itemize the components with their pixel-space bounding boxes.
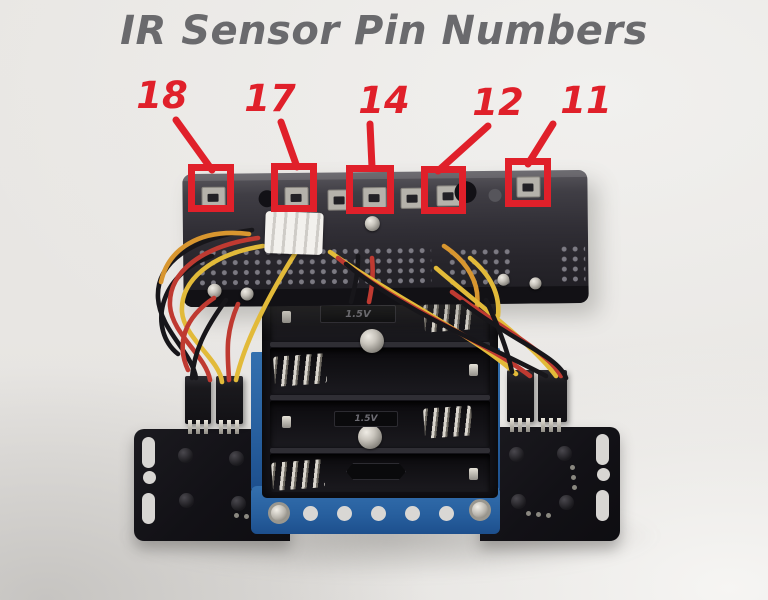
- wire-connector: [507, 370, 534, 432]
- bracket-slot: [596, 490, 609, 521]
- pin-label-17: 17: [244, 77, 296, 120]
- screw-boss: [559, 495, 574, 510]
- screw-boss: [557, 446, 572, 461]
- battery-contact: [469, 468, 478, 480]
- bracket-hole: [597, 468, 610, 481]
- solder-dot: [234, 513, 239, 518]
- bracket-slot: [142, 493, 155, 524]
- callout-box-pin-17: [271, 163, 317, 212]
- screw-boss: [179, 493, 194, 508]
- battery-spring: [423, 301, 473, 333]
- bar-screw: [240, 287, 254, 301]
- pin-label-18: 18: [136, 74, 188, 117]
- battery-screw: [358, 425, 382, 449]
- connector-pins: [541, 418, 561, 432]
- pin-label-11: 11: [560, 79, 612, 122]
- bar-screw: [529, 277, 542, 290]
- solder-dot: [570, 465, 575, 470]
- connector-pins: [219, 420, 239, 434]
- battery-contact: [469, 364, 478, 376]
- screw-boss: [229, 451, 244, 466]
- battery-slot-ridge: [270, 395, 490, 400]
- page-title: IR Sensor Pin Numbers: [120, 8, 648, 54]
- chassis-hole: [371, 506, 386, 521]
- screw-boss: [511, 494, 526, 509]
- callout-box-pin-12: [421, 166, 466, 214]
- chassis-hole: [405, 506, 420, 521]
- callout-box-pin-14: [346, 165, 394, 214]
- pin-label-14: 14: [358, 79, 410, 122]
- bar-screw: [497, 273, 510, 286]
- battery-logo-emboss: [346, 463, 406, 480]
- screw-boss: [178, 448, 193, 463]
- callout-box-pin-18: [188, 164, 234, 212]
- solder-dot: [536, 512, 541, 517]
- battery-voltage-marking: 1.5V: [334, 411, 398, 427]
- connector-pins: [510, 418, 530, 432]
- wire-connector: [185, 376, 211, 434]
- bar-screw: [207, 283, 222, 298]
- chassis-screw: [268, 502, 290, 524]
- screw-boss: [509, 447, 524, 462]
- callout-box-pin-11: [505, 158, 551, 207]
- solder-dot: [572, 485, 577, 490]
- bracket-slot: [596, 434, 609, 465]
- wire-connector: [216, 376, 243, 434]
- connector-pins: [188, 420, 208, 434]
- pin-label-12: 12: [472, 81, 524, 124]
- battery-contact: [282, 416, 291, 428]
- bracket-slot: [142, 437, 155, 468]
- battery-voltage-marking: 1.5V: [320, 305, 396, 323]
- battery-spring: [271, 459, 325, 491]
- battery-screw: [360, 329, 384, 353]
- battery-spring: [273, 353, 327, 387]
- solder-dot: [546, 513, 551, 518]
- bracket-hole: [143, 471, 156, 484]
- chassis-hole: [439, 506, 454, 521]
- solder-dot: [571, 475, 576, 480]
- chassis-left-edge: [251, 352, 265, 490]
- wire-connector: [538, 370, 567, 432]
- battery-contact: [282, 311, 291, 323]
- battery-slot-ridge: [270, 448, 490, 453]
- bar-screw: [364, 216, 380, 232]
- chassis-hole: [337, 506, 352, 521]
- right-mounting-bracket: [480, 427, 620, 541]
- chassis-screw: [469, 499, 491, 521]
- cable-tape-wrap: [264, 211, 324, 255]
- chassis-hole: [303, 506, 318, 521]
- solder-dot: [244, 514, 249, 519]
- battery-holder: 1.5V 1.5V: [262, 272, 498, 498]
- screw-boss: [231, 496, 246, 511]
- battery-spring: [423, 405, 473, 439]
- pcb-header-pads: [561, 245, 586, 285]
- bar-standoff: [488, 188, 502, 202]
- solder-dot: [526, 511, 531, 516]
